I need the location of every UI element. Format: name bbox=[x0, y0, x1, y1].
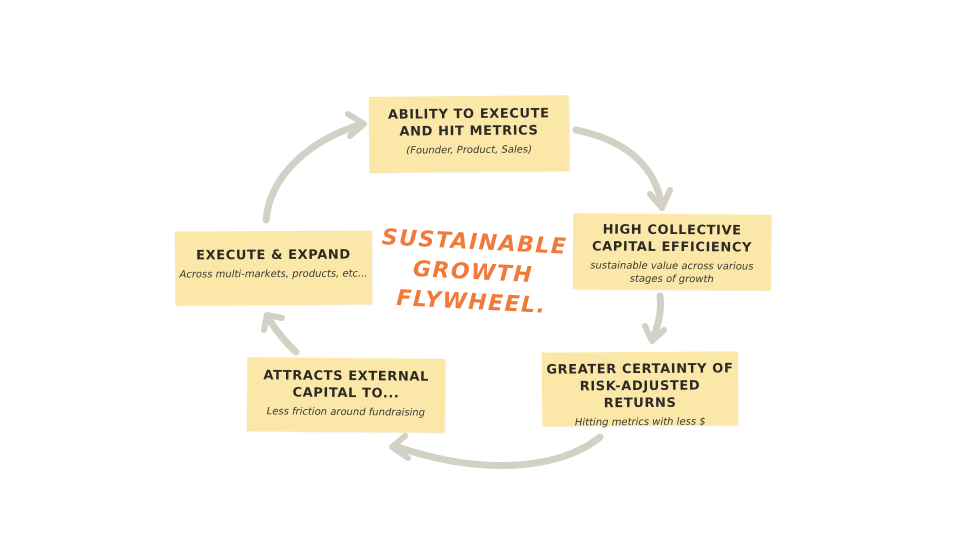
flywheel-title: SUSTAINABLE GROWTH FLYWHEEL. bbox=[381, 225, 569, 319]
note-attracts-capital: ATTRACTS EXTERNAL CAPITAL TO... Less fri… bbox=[246, 357, 446, 433]
note-execute-expand: EXECUTE & EXPAND Across multi-markets, p… bbox=[174, 230, 373, 306]
note-risk-adjusted-returns: GREATER CERTAINTY OF RISK-ADJUSTED RETUR… bbox=[541, 351, 739, 429]
arrow-bottom-left-to-left bbox=[264, 314, 300, 356]
arrow-left-to-top bbox=[262, 120, 366, 224]
note-title: EXECUTE & EXPAND bbox=[196, 247, 351, 264]
note-subtitle: Less friction around fundraising bbox=[266, 406, 426, 419]
note-subtitle: Across multi-markets, products, etc... bbox=[179, 268, 368, 281]
arrow-head-bottom-right-to-bottom-left bbox=[389, 433, 411, 461]
note-subtitle: sustainable value across various stages … bbox=[590, 260, 754, 286]
arrow-head-left-to-top bbox=[345, 111, 367, 139]
note-title: ABILITY TO EXECUTE AND HIT METRICS bbox=[387, 106, 550, 140]
note-subtitle: Hitting metrics with less $ bbox=[574, 416, 706, 429]
note-title: ATTRACTS EXTERNAL CAPITAL TO... bbox=[263, 368, 429, 402]
arrow-head-bottom-left-to-left bbox=[261, 312, 285, 333]
note-subtitle: (Founder, Product, Sales) bbox=[406, 144, 533, 157]
note-title: HIGH COLLECTIVE CAPITAL EFFICIENCY bbox=[591, 222, 753, 256]
arrow-head-top-to-right bbox=[647, 187, 673, 211]
note-title: GREATER CERTAINTY OF RISK-ADJUSTED RETUR… bbox=[546, 361, 734, 412]
note-capital-efficiency: HIGH COLLECTIVE CAPITAL EFFICIENCY susta… bbox=[572, 213, 772, 291]
arrow-head-right-to-bottom-right bbox=[642, 323, 667, 344]
arrow-bottom-right-to-bottom-left bbox=[391, 433, 604, 469]
arrow-top-to-right bbox=[572, 126, 666, 210]
note-ability-to-execute: ABILITY TO EXECUTE AND HIT METRICS (Foun… bbox=[368, 95, 570, 173]
